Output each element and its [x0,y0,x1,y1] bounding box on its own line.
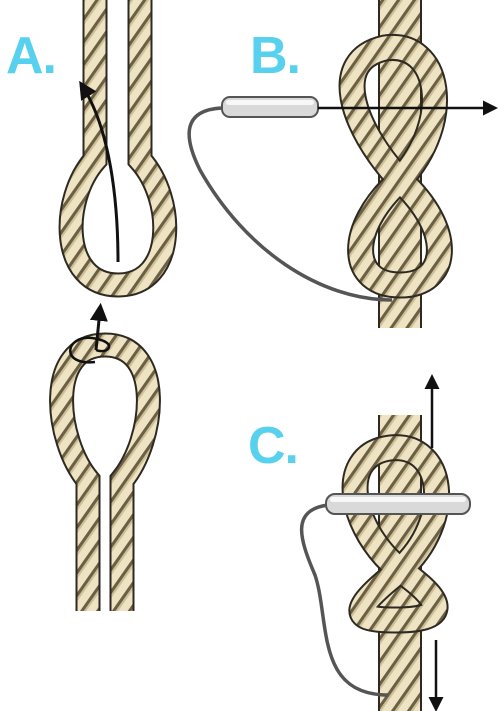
step-label-c: C. [248,420,298,472]
step-a-lower-loop [62,345,149,611]
step-b-figure-eight [352,0,439,328]
step-c-figure-eight [355,415,437,711]
step-label-b: B. [250,30,300,82]
step-label-a: A. [6,30,56,82]
